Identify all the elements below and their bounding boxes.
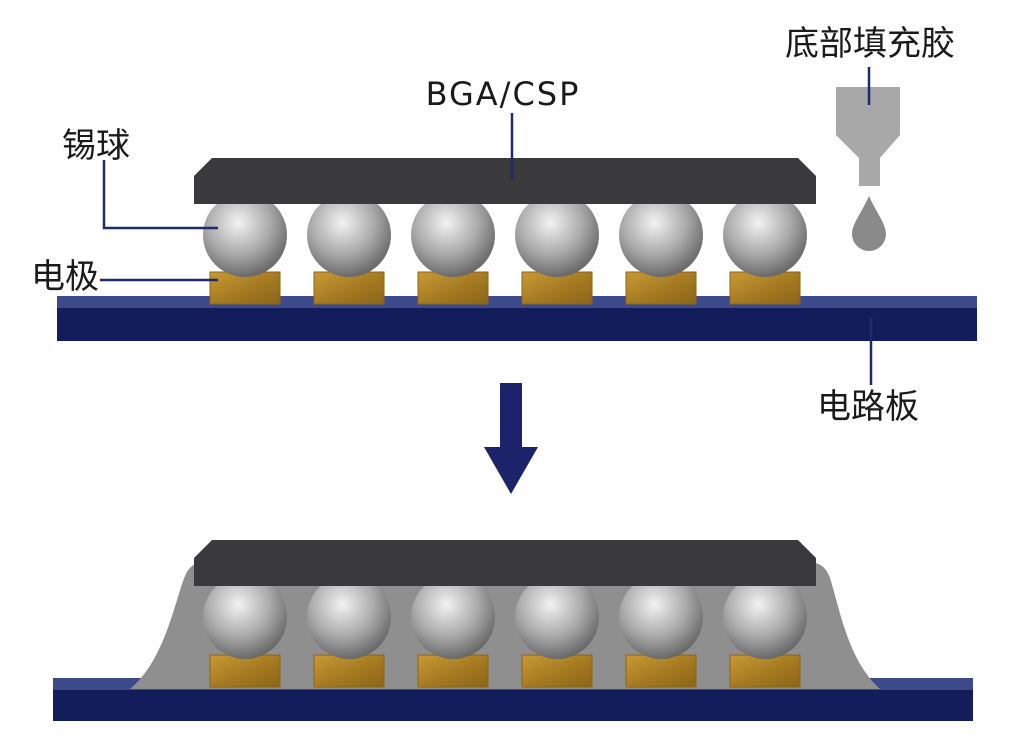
solder-ball-after <box>411 575 495 659</box>
solder-ball-row-after <box>203 575 807 659</box>
process-arrow <box>484 383 538 494</box>
solder-ball-after <box>307 575 391 659</box>
solder-ball <box>723 193 807 277</box>
electrode-pad-after <box>521 654 593 688</box>
underfill-dispenser <box>836 87 900 251</box>
pcb-top-surface <box>57 296 977 308</box>
electrode-pad <box>521 271 593 305</box>
label-pcb: 电路板 <box>817 387 919 427</box>
leader-solder-ball <box>102 160 218 230</box>
electrode-pad <box>313 271 385 305</box>
solder-ball <box>411 193 495 277</box>
solder-ball-row <box>203 193 807 277</box>
after-assembly <box>53 540 973 721</box>
electrode-pad-after <box>729 654 801 688</box>
pcb-body <box>57 308 977 341</box>
label-electrode: 电极 <box>31 257 99 297</box>
electrode-pad <box>209 271 281 305</box>
electrode-pad <box>729 271 801 305</box>
solder-ball <box>515 193 599 277</box>
solder-ball-after <box>619 575 703 659</box>
solder-ball-after <box>723 575 807 659</box>
electrode-pad-after <box>313 654 385 688</box>
pcb-body-after <box>53 690 973 721</box>
solder-ball <box>307 193 391 277</box>
dispenser-nozzle <box>836 87 900 186</box>
electrode-pad <box>625 271 697 305</box>
bga-csp-chip <box>194 158 816 204</box>
bga-csp-chip-after <box>194 540 816 586</box>
leader-lines <box>100 67 873 385</box>
label-bga-csp: BGA/CSP <box>426 75 581 113</box>
label-underfill: 底部填充胶 <box>785 24 955 64</box>
electrode-pad-after <box>209 654 281 688</box>
solder-ball-after <box>515 575 599 659</box>
solder-ball <box>203 193 287 277</box>
solder-ball-after <box>203 575 287 659</box>
electrode-pad-after <box>625 654 697 688</box>
solder-ball <box>619 193 703 277</box>
electrode-row-after <box>209 654 801 688</box>
label-solder-ball: 锡球 <box>62 126 130 166</box>
electrode-pad-after <box>417 654 489 688</box>
before-assembly <box>57 158 977 341</box>
adhesive-drop <box>852 196 886 251</box>
